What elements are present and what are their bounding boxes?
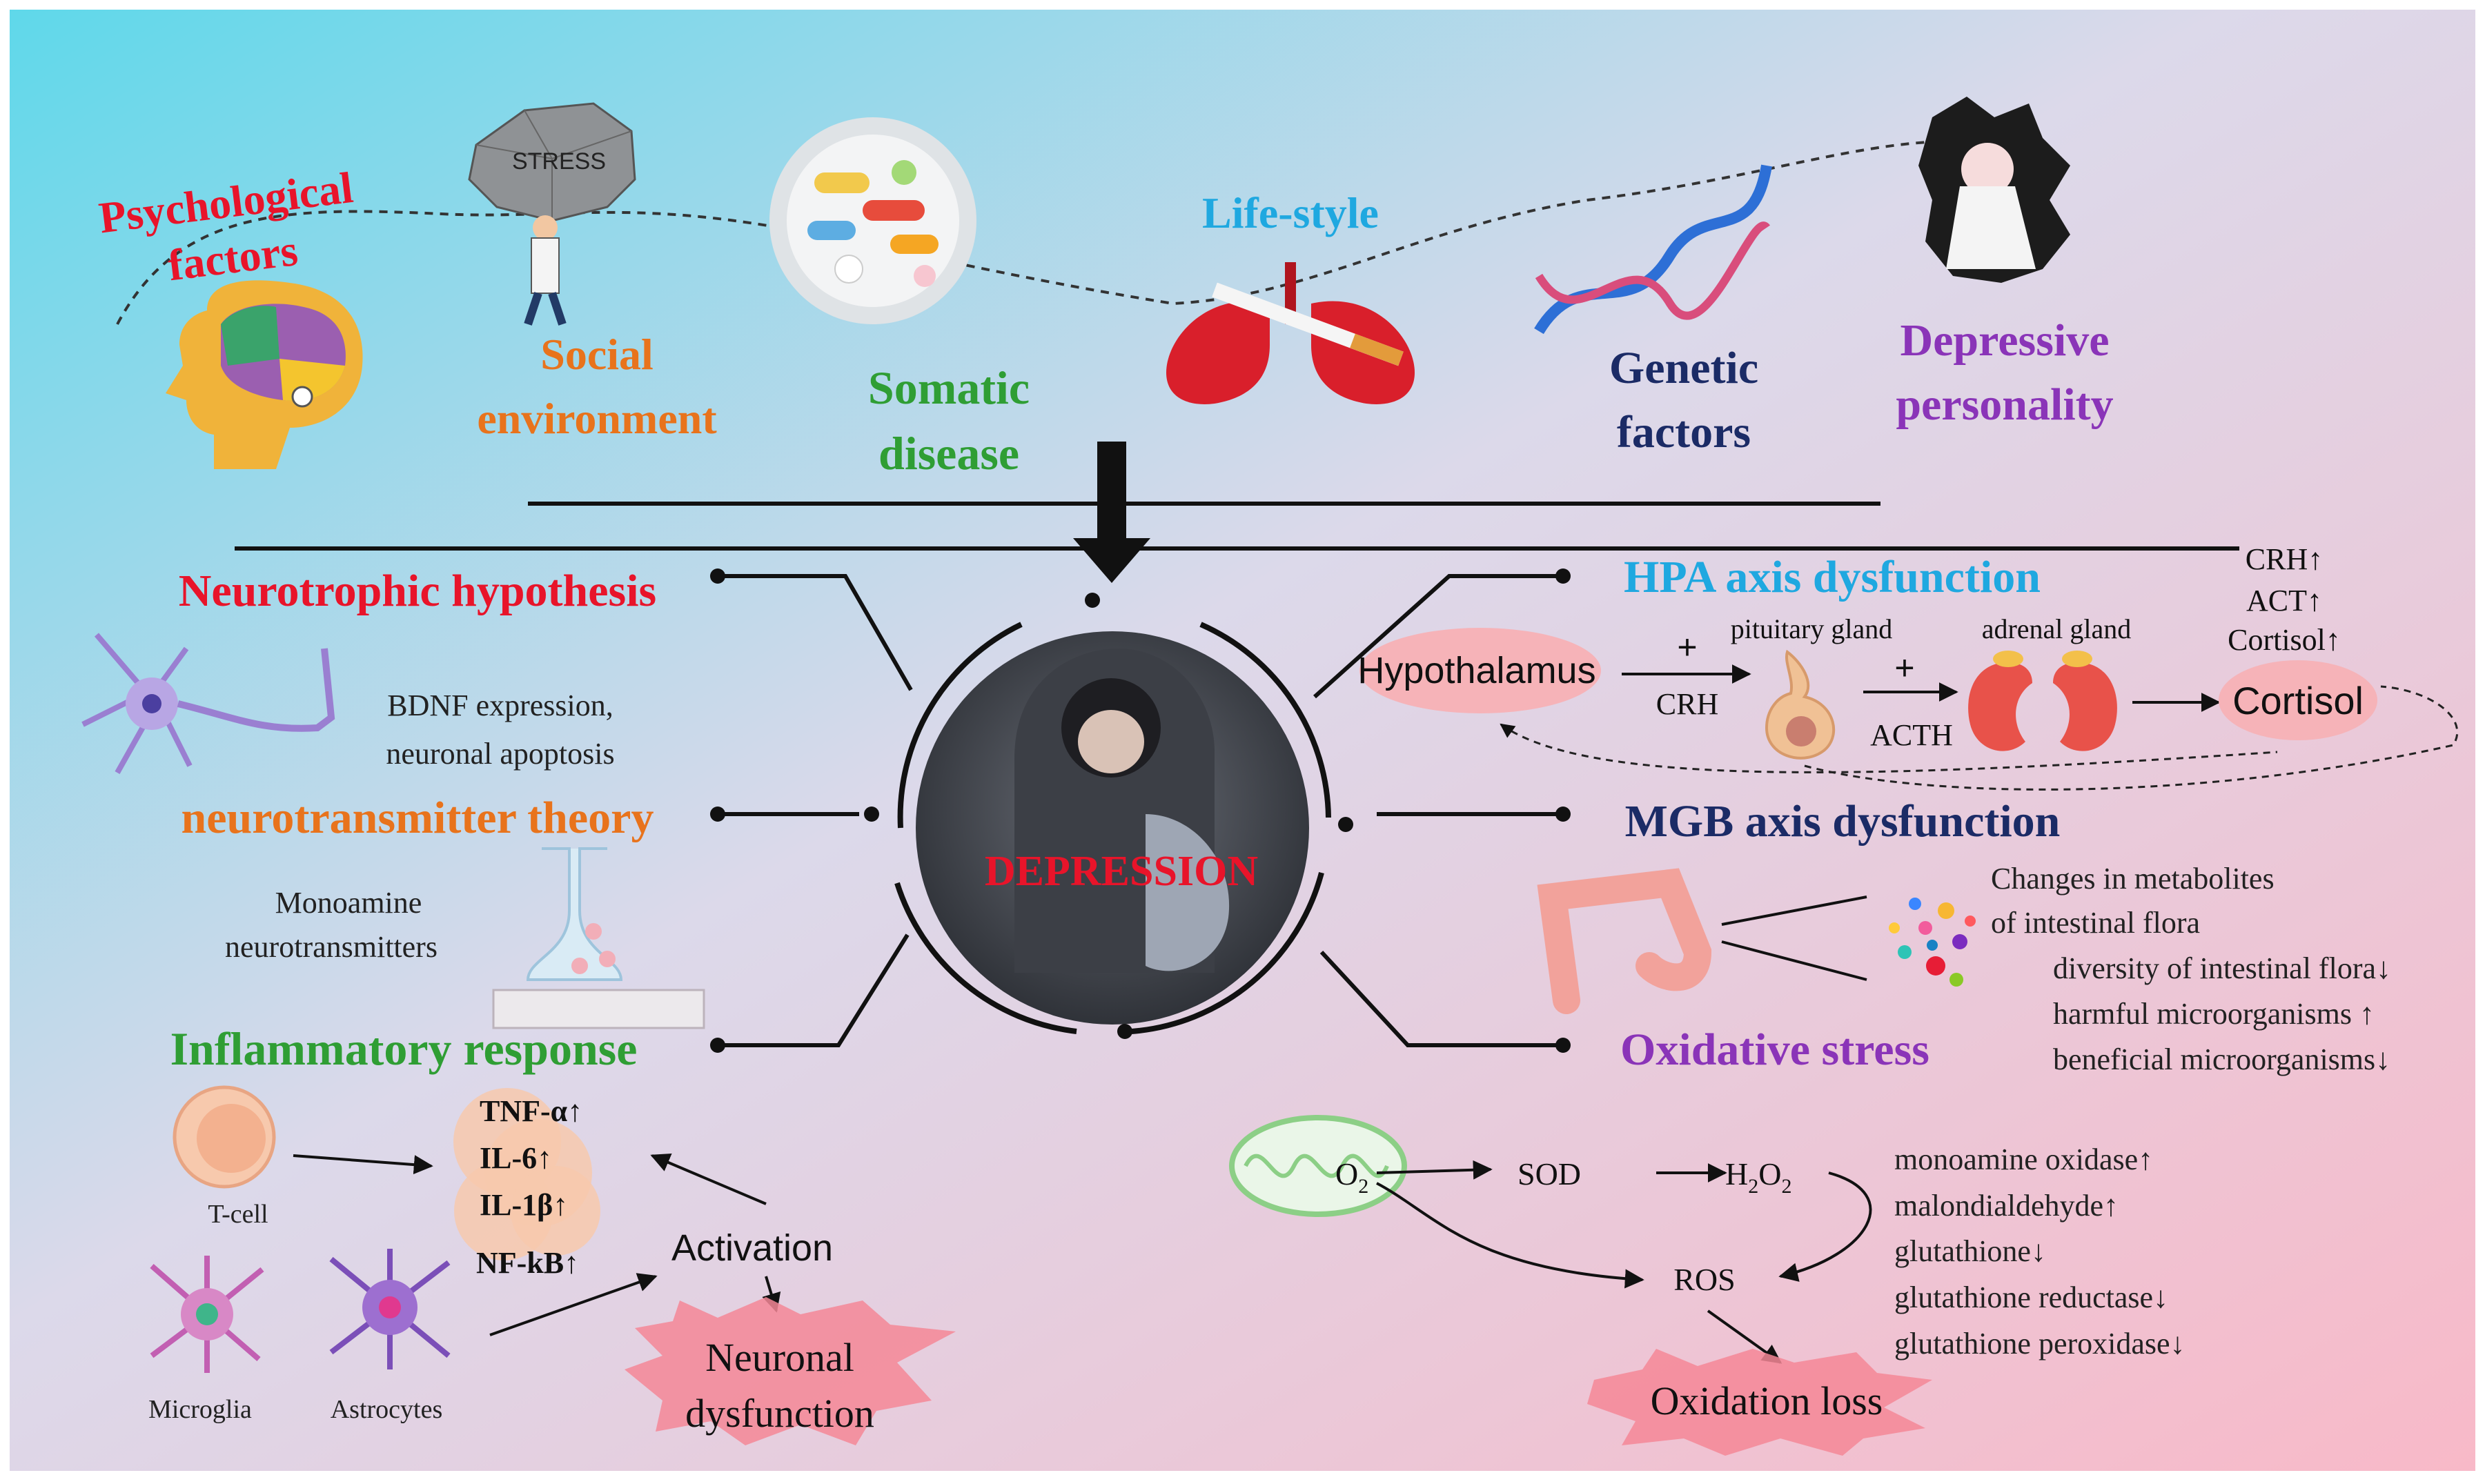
plus-acth: + <box>1894 649 1914 687</box>
cortisol-ellipse <box>2219 660 2377 740</box>
pituitary-label: pituitary gland <box>1731 613 1892 644</box>
center-connectors <box>718 574 1563 1047</box>
oxidative-title: Oxidative stress <box>1620 1025 1929 1075</box>
neurotransmitter-desc-2: neurotransmitters <box>225 930 438 964</box>
stress-label: STRESS <box>512 148 606 175</box>
marker-3: glutathione↓ <box>1894 1234 2046 1268</box>
arrow-to-sod <box>1376 1160 1493 1180</box>
neuronal-dysfunction-line-2: dysfunction <box>685 1391 874 1436</box>
marker-2: malondialdehyde↑ <box>1894 1189 2119 1223</box>
neurotrophic-desc-2: neuronal apoptosis <box>386 737 614 771</box>
t-cell-icon <box>173 1085 276 1189</box>
neuron-icon <box>81 633 335 774</box>
mgb-connectors <box>1721 896 1867 981</box>
marker-1: monoamine oxidase↑ <box>1894 1142 2153 1176</box>
microbiota-icon <box>1889 898 1976 987</box>
neurotransmitter-title: neurotransmitter theory <box>181 793 654 843</box>
sod-label: SOD <box>1517 1156 1581 1191</box>
neurotrophic-title: Neurotrophic hypothesis <box>179 566 656 616</box>
level-cortisol: Cortisol↑ <box>2228 623 2341 657</box>
cytokine-il1b: IL-1β↑ <box>480 1188 568 1222</box>
cytokine-list: TNF-α↑ IL-6↑ IL-1β↑ NF-kB↑ <box>476 1094 582 1280</box>
cytokine-tnf: TNF-α↑ <box>480 1094 582 1128</box>
inflammatory-title: Inflammatory response <box>170 1022 638 1075</box>
brain-head-icon <box>166 280 363 469</box>
hpa-feedback-loops <box>1500 685 2459 791</box>
mgb-item-4: harmful microorganisms ↑ <box>2053 997 2375 1031</box>
cortisol-label: Cortisol <box>2232 679 2364 722</box>
synapse-icon <box>492 847 705 1029</box>
hypothalamus-ellipse <box>1359 628 1601 713</box>
ros-label: ROS <box>1673 1262 1735 1297</box>
h2o2-label: H2O2 <box>1725 1156 1791 1198</box>
microglia-label: Microglia <box>148 1395 252 1424</box>
mgb-item-1: Changes in metabolites <box>1991 862 2275 896</box>
intestine-icon <box>1537 868 1712 1014</box>
depression-center: DEPRESSION <box>894 622 1331 1034</box>
genetic-factors-label: Genetic factors <box>1609 343 1758 457</box>
down-arrow-icon <box>1073 442 1150 583</box>
t-cell-label: T-cell <box>208 1200 268 1229</box>
level-crh: CRH↑ <box>2246 542 2323 576</box>
mgb-item-5: beneficial microorganisms↓ <box>2053 1042 2390 1076</box>
genetic-line-1: Genetic <box>1609 343 1758 393</box>
neuronal-dysfunction-line-1: Neuronal <box>705 1335 854 1380</box>
genetic-line-2: factors <box>1617 407 1751 457</box>
factor-dashed-path <box>116 139 1967 325</box>
somatic-line-2: disease <box>878 427 1019 479</box>
depressive-personality-label: Depressive personality <box>1896 315 2113 430</box>
neuronal-dysfunction-burst <box>625 1297 956 1445</box>
somatic-line-1: Somatic <box>868 362 1030 414</box>
cytokine-cluster <box>453 1088 600 1260</box>
marker-5: glutathione peroxidase↓ <box>1894 1327 2186 1361</box>
kidneys-icon <box>1968 651 2117 751</box>
adrenal-label: adrenal gland <box>1982 613 2132 644</box>
depression-label: DEPRESSION <box>985 848 1258 895</box>
neurotrophic-desc-1: BDNF expression, <box>387 689 613 722</box>
cytokine-il6: IL-6↑ <box>480 1141 552 1175</box>
social-line-2: environment <box>477 394 717 443</box>
microglia-icon <box>150 1256 264 1373</box>
hpa-title: HPA axis dysfunction <box>1624 552 2041 602</box>
hpa-levels: CRH↑ ACT↑ Cortisol↑ <box>2228 542 2341 657</box>
neurotransmitter-desc-1: Monoamine <box>275 886 422 920</box>
o2-label: O2 <box>1335 1156 1368 1198</box>
mgb-title: MGB axis dysfunction <box>1625 796 2061 847</box>
activation-label: Activation <box>671 1227 833 1269</box>
stress-rock-icon: STRESS <box>468 102 636 326</box>
somatic-disease-label: Somatic disease <box>868 362 1030 479</box>
cytokine-nfkb: NF-kB↑ <box>476 1246 579 1280</box>
hypothalamus-label: Hypothalamus <box>1357 650 1595 691</box>
lungs-cigarette-icon <box>1166 262 1415 404</box>
plus-crh: + <box>1677 628 1697 666</box>
depressive-line-2: personality <box>1896 379 2113 430</box>
pituitary-gland-icon <box>1765 649 1836 760</box>
depressive-line-1: Depressive <box>1900 315 2109 366</box>
depressed-person-icon <box>1918 97 2070 283</box>
acth-label: ACTH <box>1870 718 1953 752</box>
level-act: ACT↑ <box>2246 584 2322 617</box>
pills-plate-icon <box>769 117 976 324</box>
marker-4: glutathione reductase↓ <box>1894 1280 2168 1314</box>
mitochondria-icon <box>1229 1115 1407 1217</box>
social-environment-label: Social environment <box>477 330 717 443</box>
social-line-1: Social <box>540 330 654 379</box>
mgb-items: Changes in metabolites of intestinal flo… <box>1991 862 2391 1076</box>
oxidative-markers: monoamine oxidase↑ malondialdehyde↑ glut… <box>1894 1142 2186 1361</box>
mgb-item-3: diversity of intestinal flora↓ <box>2053 951 2391 985</box>
dna-helix-icon <box>1534 164 1772 335</box>
lifestyle-label: Life-style <box>1202 188 1379 237</box>
astrocytes-label: Astrocytes <box>331 1395 443 1424</box>
oxidation-loss-label: Oxidation loss <box>1651 1378 1883 1423</box>
crh-label: CRH <box>1656 687 1718 721</box>
connector-dots <box>710 568 1571 1053</box>
oxidation-loss-burst <box>1587 1349 1932 1456</box>
mgb-item-2: of intestinal flora <box>1991 906 2200 940</box>
astrocytes-icon <box>329 1249 451 1369</box>
